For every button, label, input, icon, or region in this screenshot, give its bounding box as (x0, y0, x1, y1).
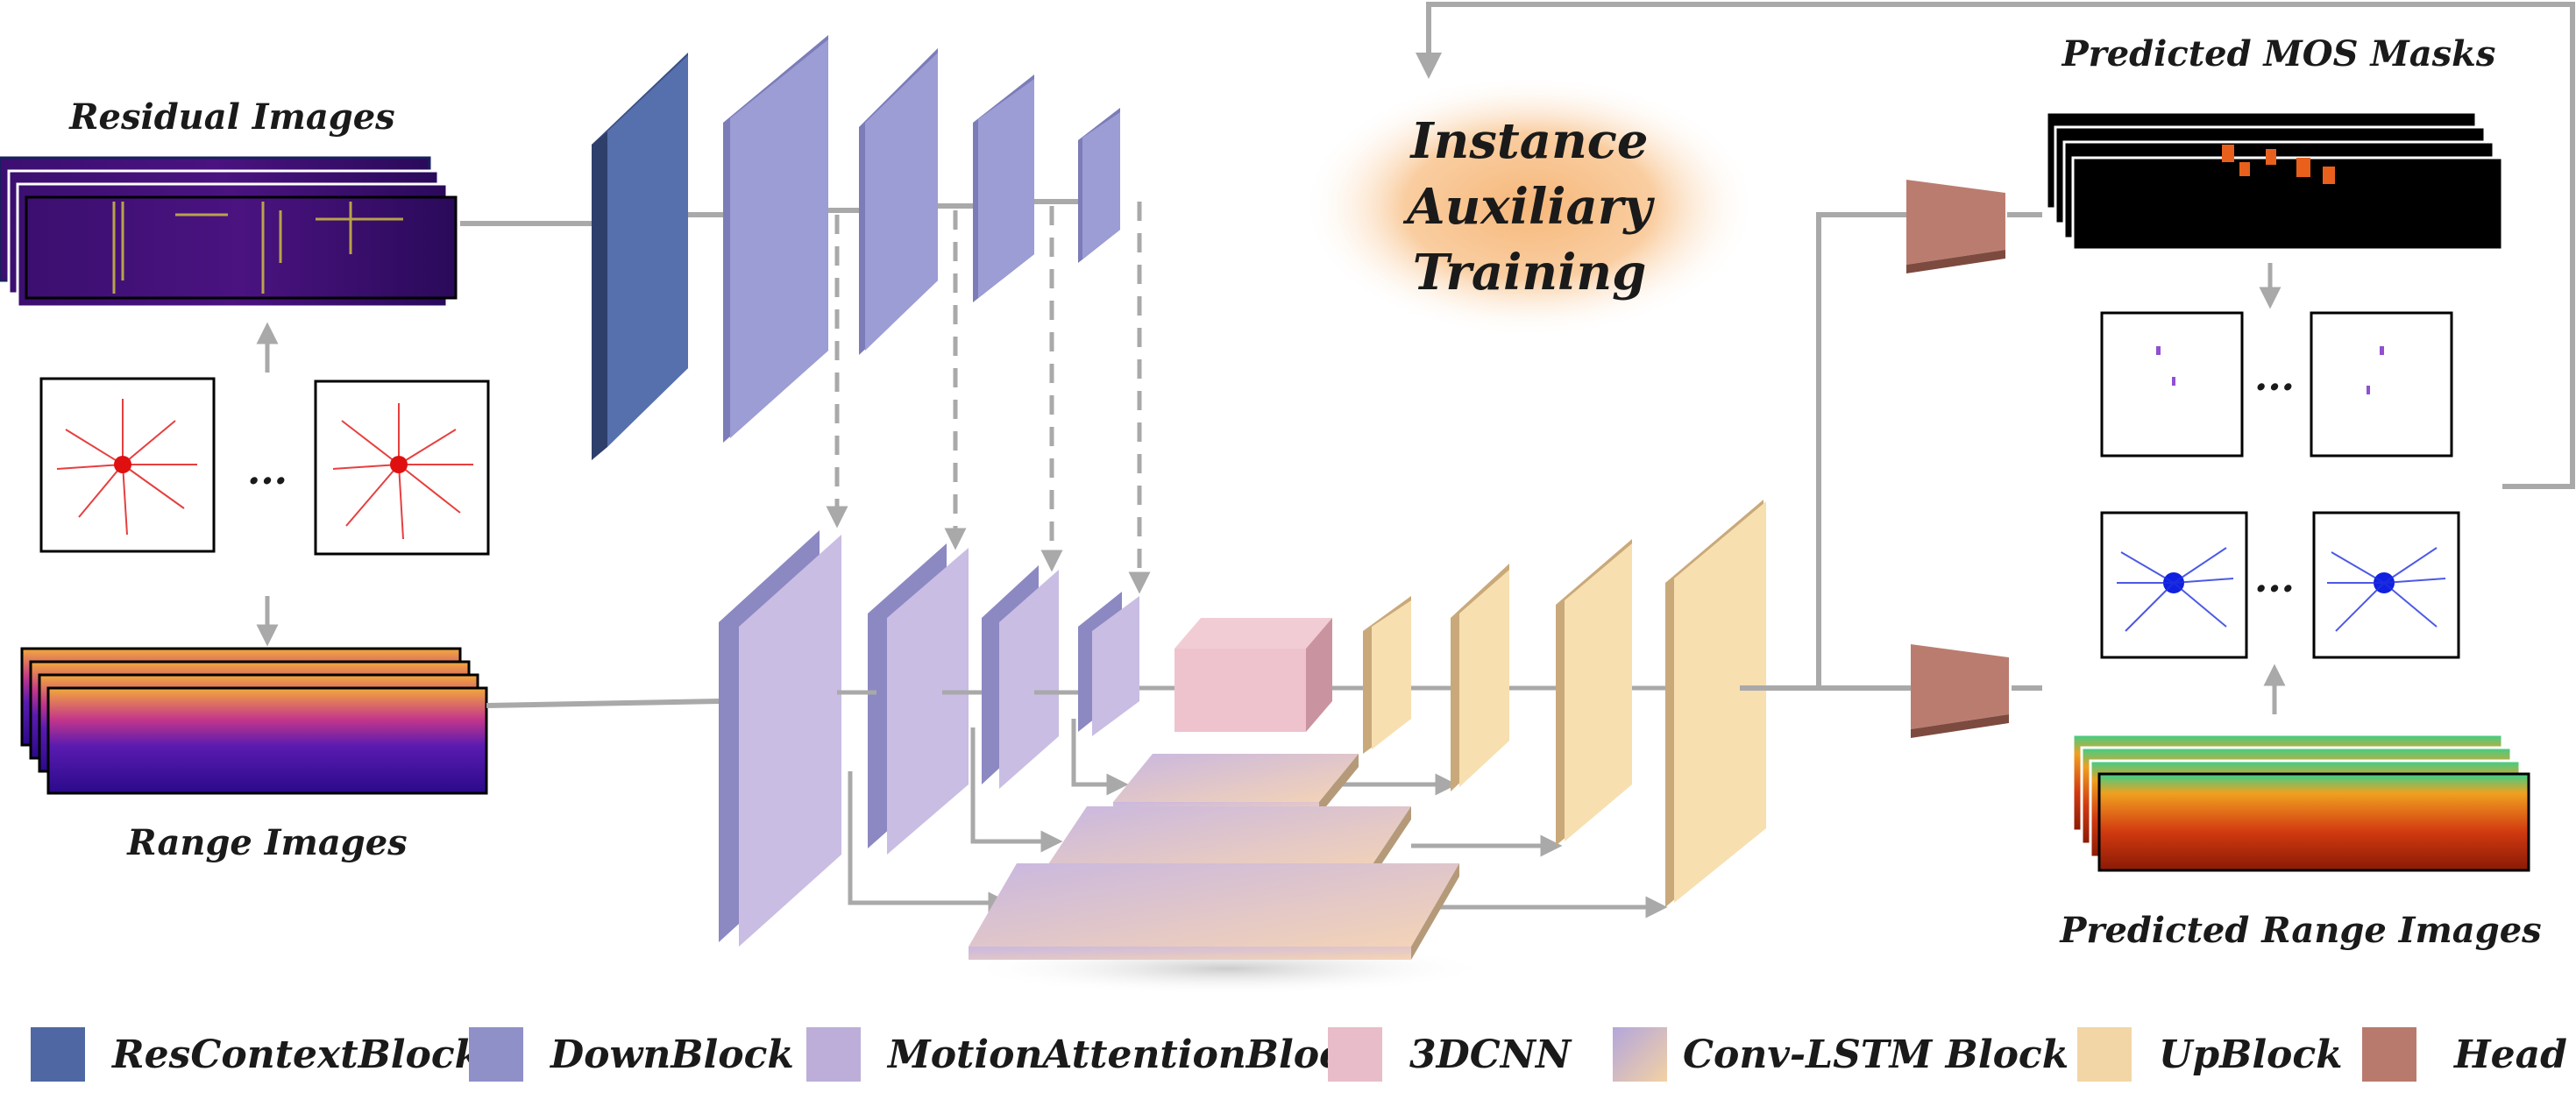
legend-label-upblock: UpBlock (2159, 1032, 2343, 1077)
conv-lstm-slab-3 (969, 863, 1459, 960)
down-block-4 (1078, 108, 1120, 263)
range-cloud-ellipsis: ... (2254, 557, 2295, 601)
residual-images-label: Residual Images (68, 96, 394, 138)
legend-swatch-upblock (2077, 1027, 2132, 1082)
range-images-label: Range Images (126, 822, 407, 863)
legend-label-3dcnn: 3DCNN (1409, 1032, 1572, 1077)
range-cloud-1 (2100, 511, 2248, 659)
3dcnn-block (1174, 618, 1332, 732)
legend-swatch-head (2362, 1027, 2416, 1082)
motion-attention-block-2 (868, 543, 969, 855)
instance-label-line1: Instance (1409, 112, 1648, 170)
input-point-cloud-2 (314, 380, 490, 556)
mask-cloud-2 (2310, 311, 2453, 458)
motion-attention-block-1 (719, 530, 841, 947)
residual-texture (112, 202, 403, 294)
input-ellipsis: ... (247, 449, 287, 493)
up-block-4 (1665, 500, 1766, 907)
down-block-2 (859, 48, 938, 355)
up-block-3 (1556, 539, 1632, 846)
decoder-connectors (837, 685, 1668, 919)
predicted-range-images-stack (2071, 733, 2530, 872)
feedback-arrow (1416, 2, 2575, 489)
range-images-stack (20, 647, 488, 795)
residual-images-stack (0, 156, 458, 309)
legend: ResContextBlock DownBlock MotionAttentio… (31, 1027, 2567, 1082)
predicted-range-images-label: Predicted Range Images (2059, 910, 2541, 951)
legend-label-rescontext: ResContextBlock (110, 1032, 481, 1077)
legend-label-downblock: DownBlock (549, 1032, 794, 1077)
mask-cloud-1 (2100, 311, 2244, 458)
down-block-3 (973, 75, 1034, 302)
res-context-block (592, 53, 688, 460)
legend-swatch-3dcnn (1328, 1027, 1382, 1082)
conv-lstm-slab-1 (1113, 754, 1359, 815)
predicted-mos-masks-label: Predicted MOS Masks (2062, 33, 2496, 75)
head-bottom (1911, 644, 2009, 738)
head-top (1906, 180, 2005, 273)
up-block-1 (1363, 596, 1411, 754)
legend-swatch-rescontext (31, 1027, 85, 1082)
down-block-1 (723, 35, 828, 443)
legend-label-head: Head (2452, 1032, 2567, 1077)
legend-swatch-motionattention (806, 1027, 861, 1082)
instance-label-line3: Training (1413, 244, 1647, 302)
legend-swatch-downblock (469, 1027, 523, 1082)
mask-ellipsis: ... (2254, 355, 2295, 400)
legend-label-motionattention: MotionAttentionBlock (886, 1032, 1369, 1077)
range-to-mab (486, 699, 720, 708)
head-connectors (1740, 212, 2042, 691)
legend-label-convlstm: Conv-LSTM Block (1683, 1032, 2069, 1077)
skip-connections (826, 202, 1151, 594)
motion-attention-block-3 (982, 565, 1059, 789)
motion-attention-block-4 (1078, 592, 1139, 736)
up-block-2 (1451, 564, 1509, 791)
instance-label-line2: Auxiliary (1402, 178, 1655, 236)
range-cloud-2 (2312, 511, 2460, 659)
legend-swatch-convlstm (1613, 1027, 1667, 1082)
predicted-mos-masks-stack (2045, 110, 2504, 252)
input-point-cloud-1 (39, 377, 216, 553)
instance-glow (1302, 75, 1757, 337)
